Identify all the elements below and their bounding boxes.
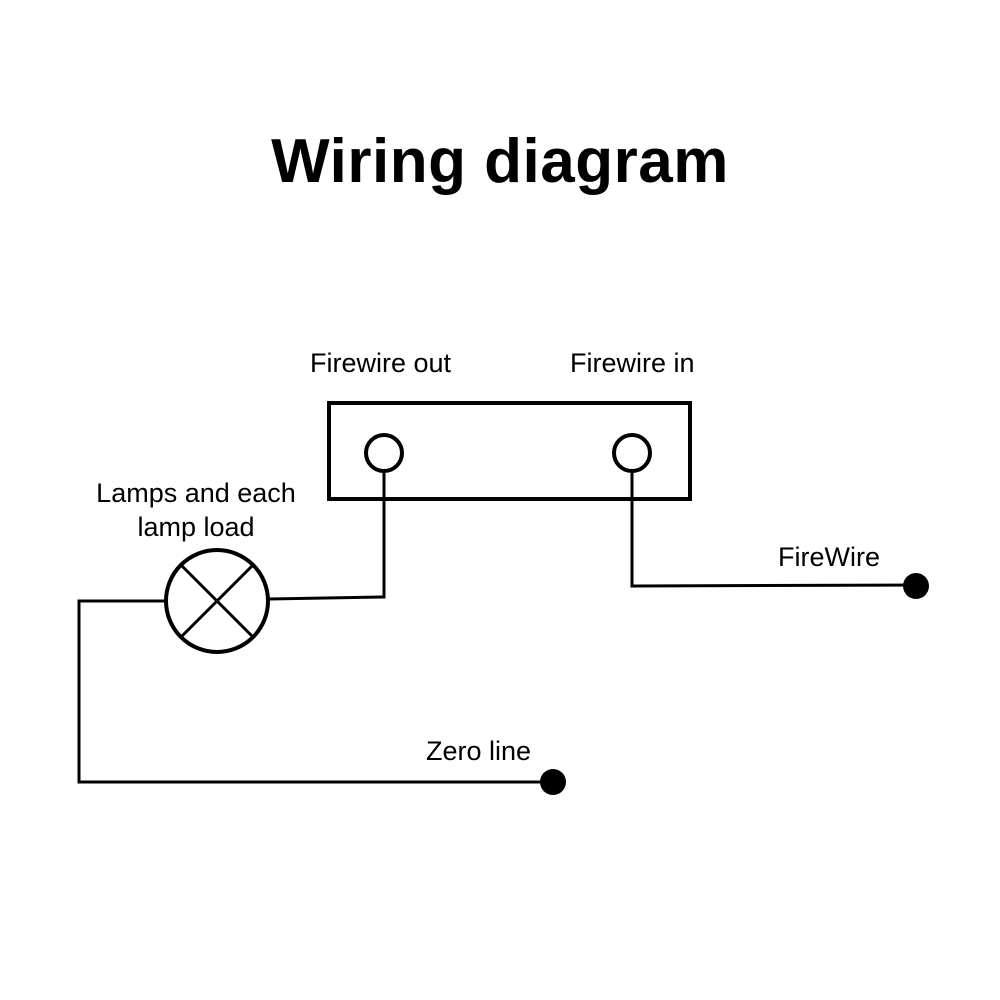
wire-lamp-to-zero — [77, 599, 553, 784]
terminal-firewire-in — [612, 433, 652, 473]
zero-line-terminal-dot — [540, 769, 566, 795]
label-lamps-line2: lamp load — [137, 512, 255, 542]
label-zero-line: Zero line — [426, 736, 532, 766]
wire-in-to-firewire — [630, 471, 917, 588]
wire-out-to-lamp — [268, 471, 386, 601]
terminal-firewire-out — [364, 433, 404, 473]
diagram-title: Wiring diagram — [271, 127, 729, 196]
label-lamps: Lamps and each lamp load — [80, 476, 312, 544]
lamp-icon — [164, 548, 270, 654]
firewire-terminal-dot — [903, 573, 929, 599]
label-firewire-in: Firewire in — [570, 348, 695, 378]
label-firewire: FireWire — [778, 542, 880, 572]
label-lamps-line1: Lamps and each — [96, 478, 296, 508]
label-firewire-out: Firewire out — [310, 348, 452, 378]
switch-box — [327, 401, 692, 501]
